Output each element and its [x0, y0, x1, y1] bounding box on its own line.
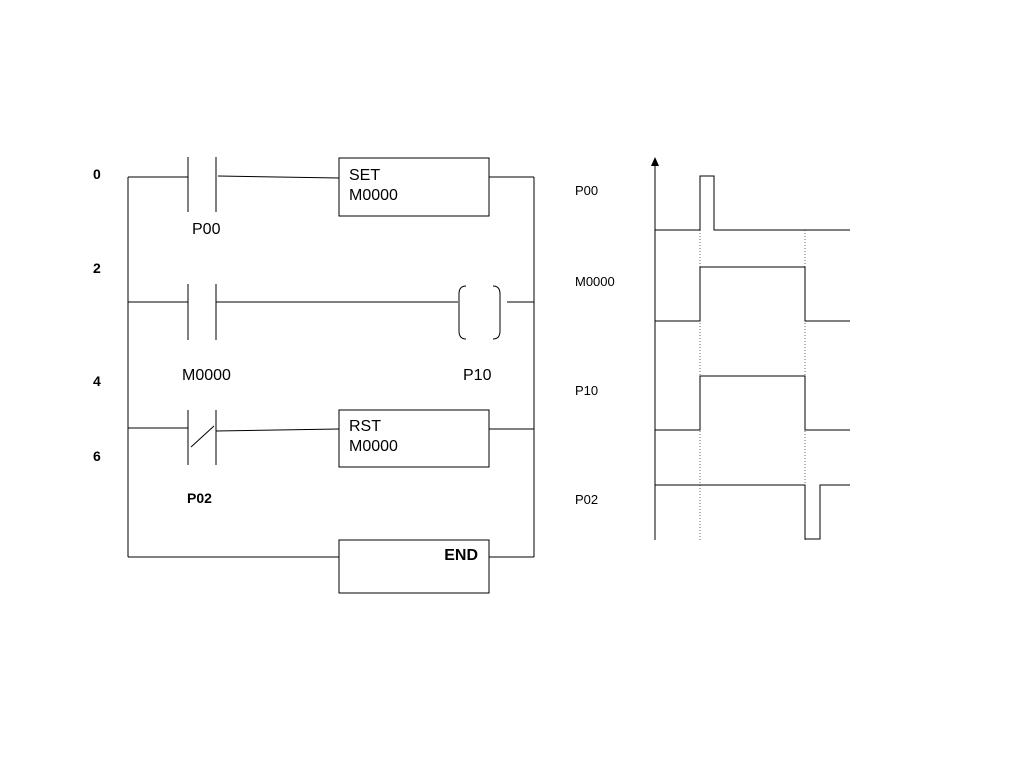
step-number-2: 2	[93, 260, 101, 276]
rst-instruction-box	[338, 409, 490, 468]
ladder-diagram: 0 2 4 6 SET M0000 P00	[93, 157, 535, 594]
coil-p10	[458, 285, 501, 340]
waveform-p02	[655, 484, 850, 540]
signal-label-m0000: M0000	[575, 274, 615, 289]
waveform-p10	[655, 375, 850, 431]
coil-p10-label: P10	[463, 367, 492, 384]
waveform-p00	[655, 175, 850, 231]
rung-2: M0000 P10	[128, 284, 534, 384]
signal-label-p00: P00	[575, 183, 598, 198]
end-instruction-box	[338, 539, 490, 594]
step-number-0: 0	[93, 166, 101, 182]
signal-label-p02: P02	[575, 492, 598, 507]
rst-box-operand: M0000	[349, 438, 398, 455]
end-box-label: END	[444, 547, 478, 564]
contact-p00	[187, 157, 217, 212]
waveform-m0000	[655, 266, 850, 322]
contact-p02-label: P02	[187, 490, 212, 506]
timing-diagram: P00 M0000 P10 P02	[575, 157, 850, 540]
set-box-opcode: SET	[349, 167, 380, 184]
rung-end: END	[128, 539, 534, 594]
contact-m0000	[187, 284, 217, 340]
contact-p00-label: P00	[192, 221, 221, 238]
step-number-6: 6	[93, 448, 101, 464]
rst-box-opcode: RST	[349, 418, 381, 435]
set-instruction-box	[338, 157, 490, 217]
contact-p02-normally-closed	[187, 410, 217, 465]
rung-0: SET M0000 P00	[128, 157, 534, 238]
rung-4: RST M0000 P02	[128, 409, 534, 506]
signal-label-p10: P10	[575, 383, 598, 398]
contact-m0000-label: M0000	[182, 367, 231, 384]
set-box-operand: M0000	[349, 187, 398, 204]
axis-arrow-icon	[651, 157, 659, 166]
step-number-4: 4	[93, 373, 101, 389]
